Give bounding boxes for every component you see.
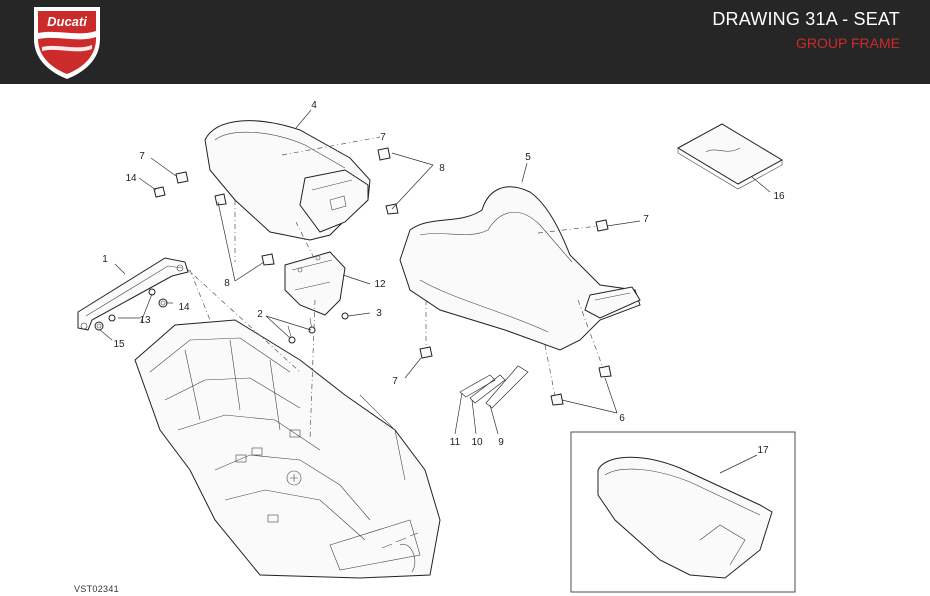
rubber-buffers — [214, 147, 612, 406]
leader-lines — [99, 109, 771, 474]
callout-8-a: 8 — [439, 163, 445, 174]
seat-bracket-part — [284, 251, 346, 316]
header-bar: Ducati DRAWING 31A - SEAT GROUP FRAME — [0, 0, 930, 84]
callout-13: 13 — [139, 315, 151, 326]
clips-7-16 — [153, 171, 609, 359]
inset-frame — [570, 431, 796, 593]
rider-seat-part — [399, 186, 641, 351]
page-subtitle: GROUP FRAME — [796, 35, 900, 51]
callout-17: 17 — [757, 445, 769, 456]
callout-7-c: 7 — [392, 376, 398, 387]
callout-7-d: 7 — [380, 132, 386, 143]
grab-handle-part — [77, 257, 189, 331]
callout-6: 6 — [619, 413, 625, 424]
seat-cover-17-part — [597, 456, 773, 579]
passenger-seat-cover-part — [204, 120, 371, 241]
callout-labels: 4 5 1 7 14 8 8 12 3 2 13 14 15 16 7 7 6 … — [102, 100, 785, 456]
callout-2: 2 — [257, 309, 263, 320]
page-title: DRAWING 31A - SEAT — [712, 9, 900, 29]
callout-12: 12 — [374, 279, 386, 290]
callout-8-b: 8 — [224, 278, 230, 289]
callout-11: 9 — [498, 437, 504, 448]
exploded-parts-diagram: 4 5 1 7 14 8 8 12 3 2 13 14 15 16 7 7 6 … — [77, 100, 796, 593]
svg-text:Ducati: Ducati — [47, 14, 87, 29]
callout-16: 14 — [125, 173, 137, 184]
callout-4: 4 — [311, 100, 317, 111]
screws-2-3 — [287, 312, 349, 344]
callout-5: 5 — [525, 152, 531, 163]
subframe-drawing — [134, 319, 441, 579]
assembly-axes — [185, 136, 604, 441]
callout-1: 1 — [102, 254, 108, 265]
callout-7-b: 7 — [643, 214, 649, 225]
callout-10: 11 — [450, 437, 461, 448]
ducati-logo: Ducati — [34, 7, 100, 79]
callout-3: 3 — [376, 308, 382, 319]
callout-9: 10 — [471, 437, 483, 448]
callout-14-b: 15 — [113, 339, 125, 350]
allen-keys — [459, 365, 529, 409]
callout-15: 16 — [773, 191, 785, 202]
callout-14-a: 14 — [178, 302, 190, 313]
manual-booklet — [676, 123, 784, 190]
drawing-code: VST02341 — [74, 584, 119, 594]
callout-7-a: 7 — [139, 151, 145, 162]
washers-screws — [94, 288, 168, 331]
